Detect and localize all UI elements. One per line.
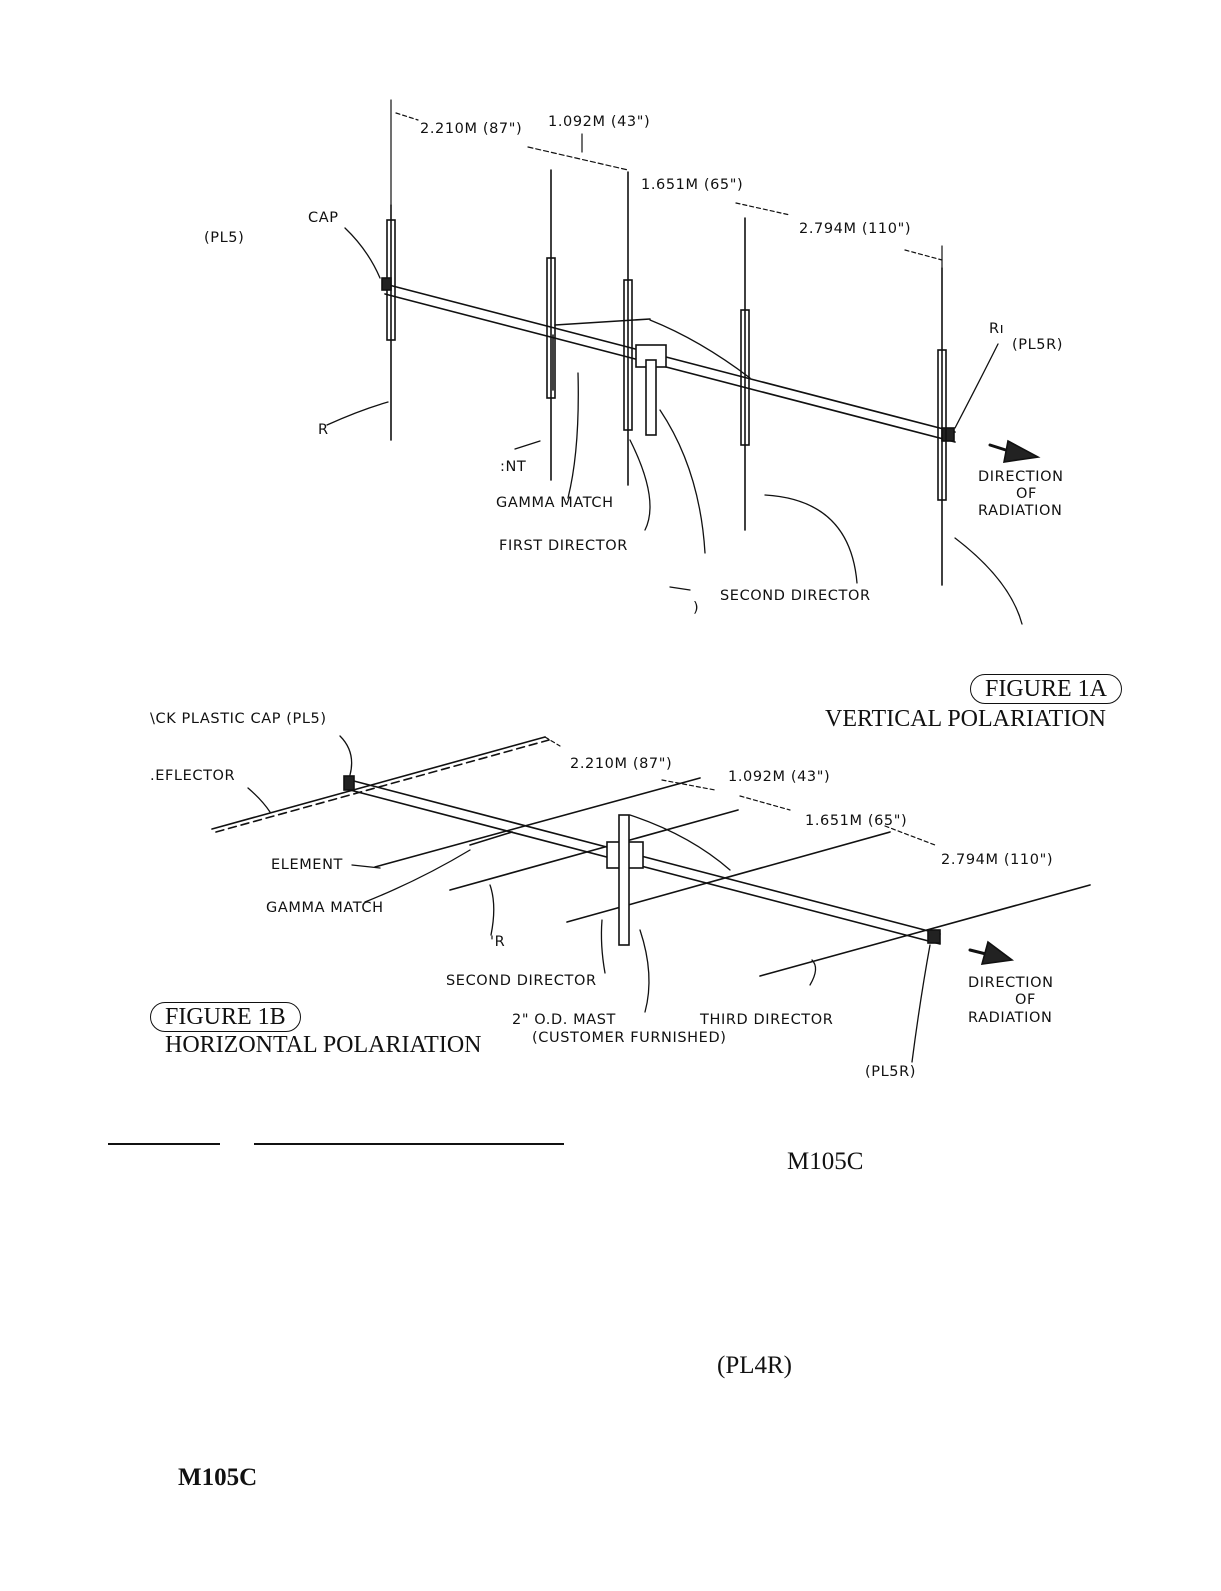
- fig1b-radiation-label: RADIATION: [968, 1010, 1053, 1026]
- fig1b-dim-driven-first: 1.092M (43"): [728, 769, 831, 785]
- figure-1b-title: FIGURE 1B: [150, 1002, 301, 1032]
- figure-1a-title: FIGURE 1A: [970, 674, 1123, 704]
- fig1b-pl5r-label: (PL5R): [865, 1064, 917, 1080]
- fig1a-dim-driven-first: 1.092M (43"): [548, 114, 651, 130]
- direction-arrow-1b: [968, 940, 1015, 965]
- figure-1a-subtitle: VERTICAL POLARIATION: [825, 706, 1106, 732]
- boom-1b: [343, 775, 941, 945]
- fig1a-r-right-label: Rı: [989, 321, 1005, 337]
- figure-1b-subtitle: HORIZONTAL POLARIATION: [165, 1032, 482, 1058]
- fig1a-reflector-label: R: [318, 422, 329, 438]
- model-number-heading: M105C: [787, 1148, 864, 1175]
- gamma-match-1a: [552, 318, 651, 391]
- fig1a-direction-label: DIRECTION: [978, 469, 1064, 485]
- fig1b-second-director-label: SECOND DIRECTOR: [446, 973, 597, 989]
- mast-1b: [606, 814, 644, 946]
- gamma-match-1b: [469, 831, 513, 846]
- pl4r-part-label: (PL4R): [717, 1352, 792, 1379]
- boom-1a: [384, 283, 956, 443]
- fig1b-mast-label: 2" O.D. MAST: [512, 1012, 617, 1028]
- leaders-1a: [326, 227, 1023, 625]
- fig1b-dim-reflector-driven: 2.210M (87"): [570, 756, 673, 772]
- direction-arrow-1a: [988, 439, 1041, 463]
- figure-1a-drawing: [326, 99, 1041, 625]
- fig1a-gamma-label: GAMMA MATCH: [496, 495, 614, 511]
- fig1a-pl5-label: (PL5): [204, 230, 245, 246]
- dimensions-1a: [390, 99, 943, 269]
- fig1b-reflector-label: .EFLECTOR: [150, 768, 236, 784]
- fig1a-paren-label: ): [693, 600, 700, 616]
- underline-short: [108, 1143, 220, 1145]
- fig1a-element-label: :NT: [500, 459, 527, 475]
- fig1a-radiation-label: RADIATION: [978, 503, 1063, 519]
- fig1a-pl5r-label: (PL5R): [1012, 337, 1064, 353]
- fig1a-dim-reflector-driven: 2.210M (87"): [420, 121, 523, 137]
- fig1b-element-label: ELEMENT: [271, 857, 343, 873]
- leaders-1b: [247, 735, 931, 1063]
- fig1a-cap-label: CAP: [308, 210, 339, 226]
- dimensions-1b: [544, 736, 936, 846]
- fig1b-gamma-label: GAMMA MATCH: [266, 900, 384, 916]
- fig1a-first-director-label: FIRST DIRECTOR: [499, 538, 628, 554]
- fig1a-second-director-label: SECOND DIRECTOR: [720, 588, 871, 604]
- fig1b-of-label: OF: [1015, 992, 1036, 1008]
- model-number-bold: M105C: [178, 1464, 258, 1491]
- fig1b-first-director-label: 'R: [490, 934, 506, 950]
- fig1b-dim-first-second: 1.651M (65"): [805, 813, 908, 829]
- fig1b-cap-label: \CK PLASTIC CAP (PL5): [150, 711, 327, 727]
- figure-1b-drawing: [211, 735, 1091, 1063]
- fig1b-dim-second-third: 2.794M (110"): [941, 852, 1054, 868]
- fig1b-customer-label: (CUSTOMER FURNISHED): [532, 1030, 727, 1046]
- fig1b-direction-label: DIRECTION: [968, 975, 1054, 991]
- fig1a-of-label: OF: [1016, 486, 1037, 502]
- fig1b-third-director-label: THIRD DIRECTOR: [700, 1012, 834, 1028]
- mast-1a: [635, 344, 667, 436]
- fig1a-dim-second-third: 2.794M (110"): [799, 221, 912, 237]
- fig1a-dim-first-second: 1.651M (65"): [641, 177, 744, 193]
- underline-long: [254, 1143, 564, 1145]
- elements-1a: [381, 169, 947, 586]
